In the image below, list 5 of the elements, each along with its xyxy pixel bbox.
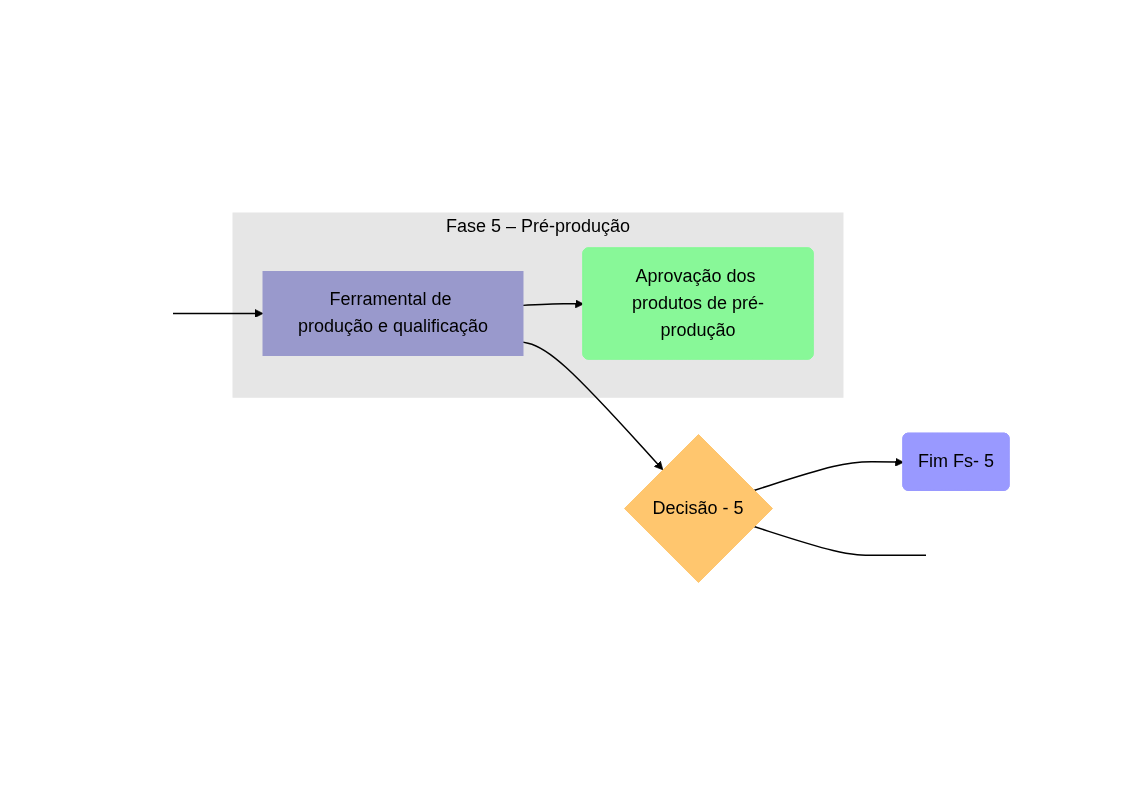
arrow xyxy=(171,308,263,318)
node-box: Ferramental de produção e qualificação xyxy=(262,270,523,356)
arrow xyxy=(521,341,663,470)
arrow xyxy=(521,299,584,308)
node-diamond: Decisão - 5 xyxy=(623,433,773,583)
